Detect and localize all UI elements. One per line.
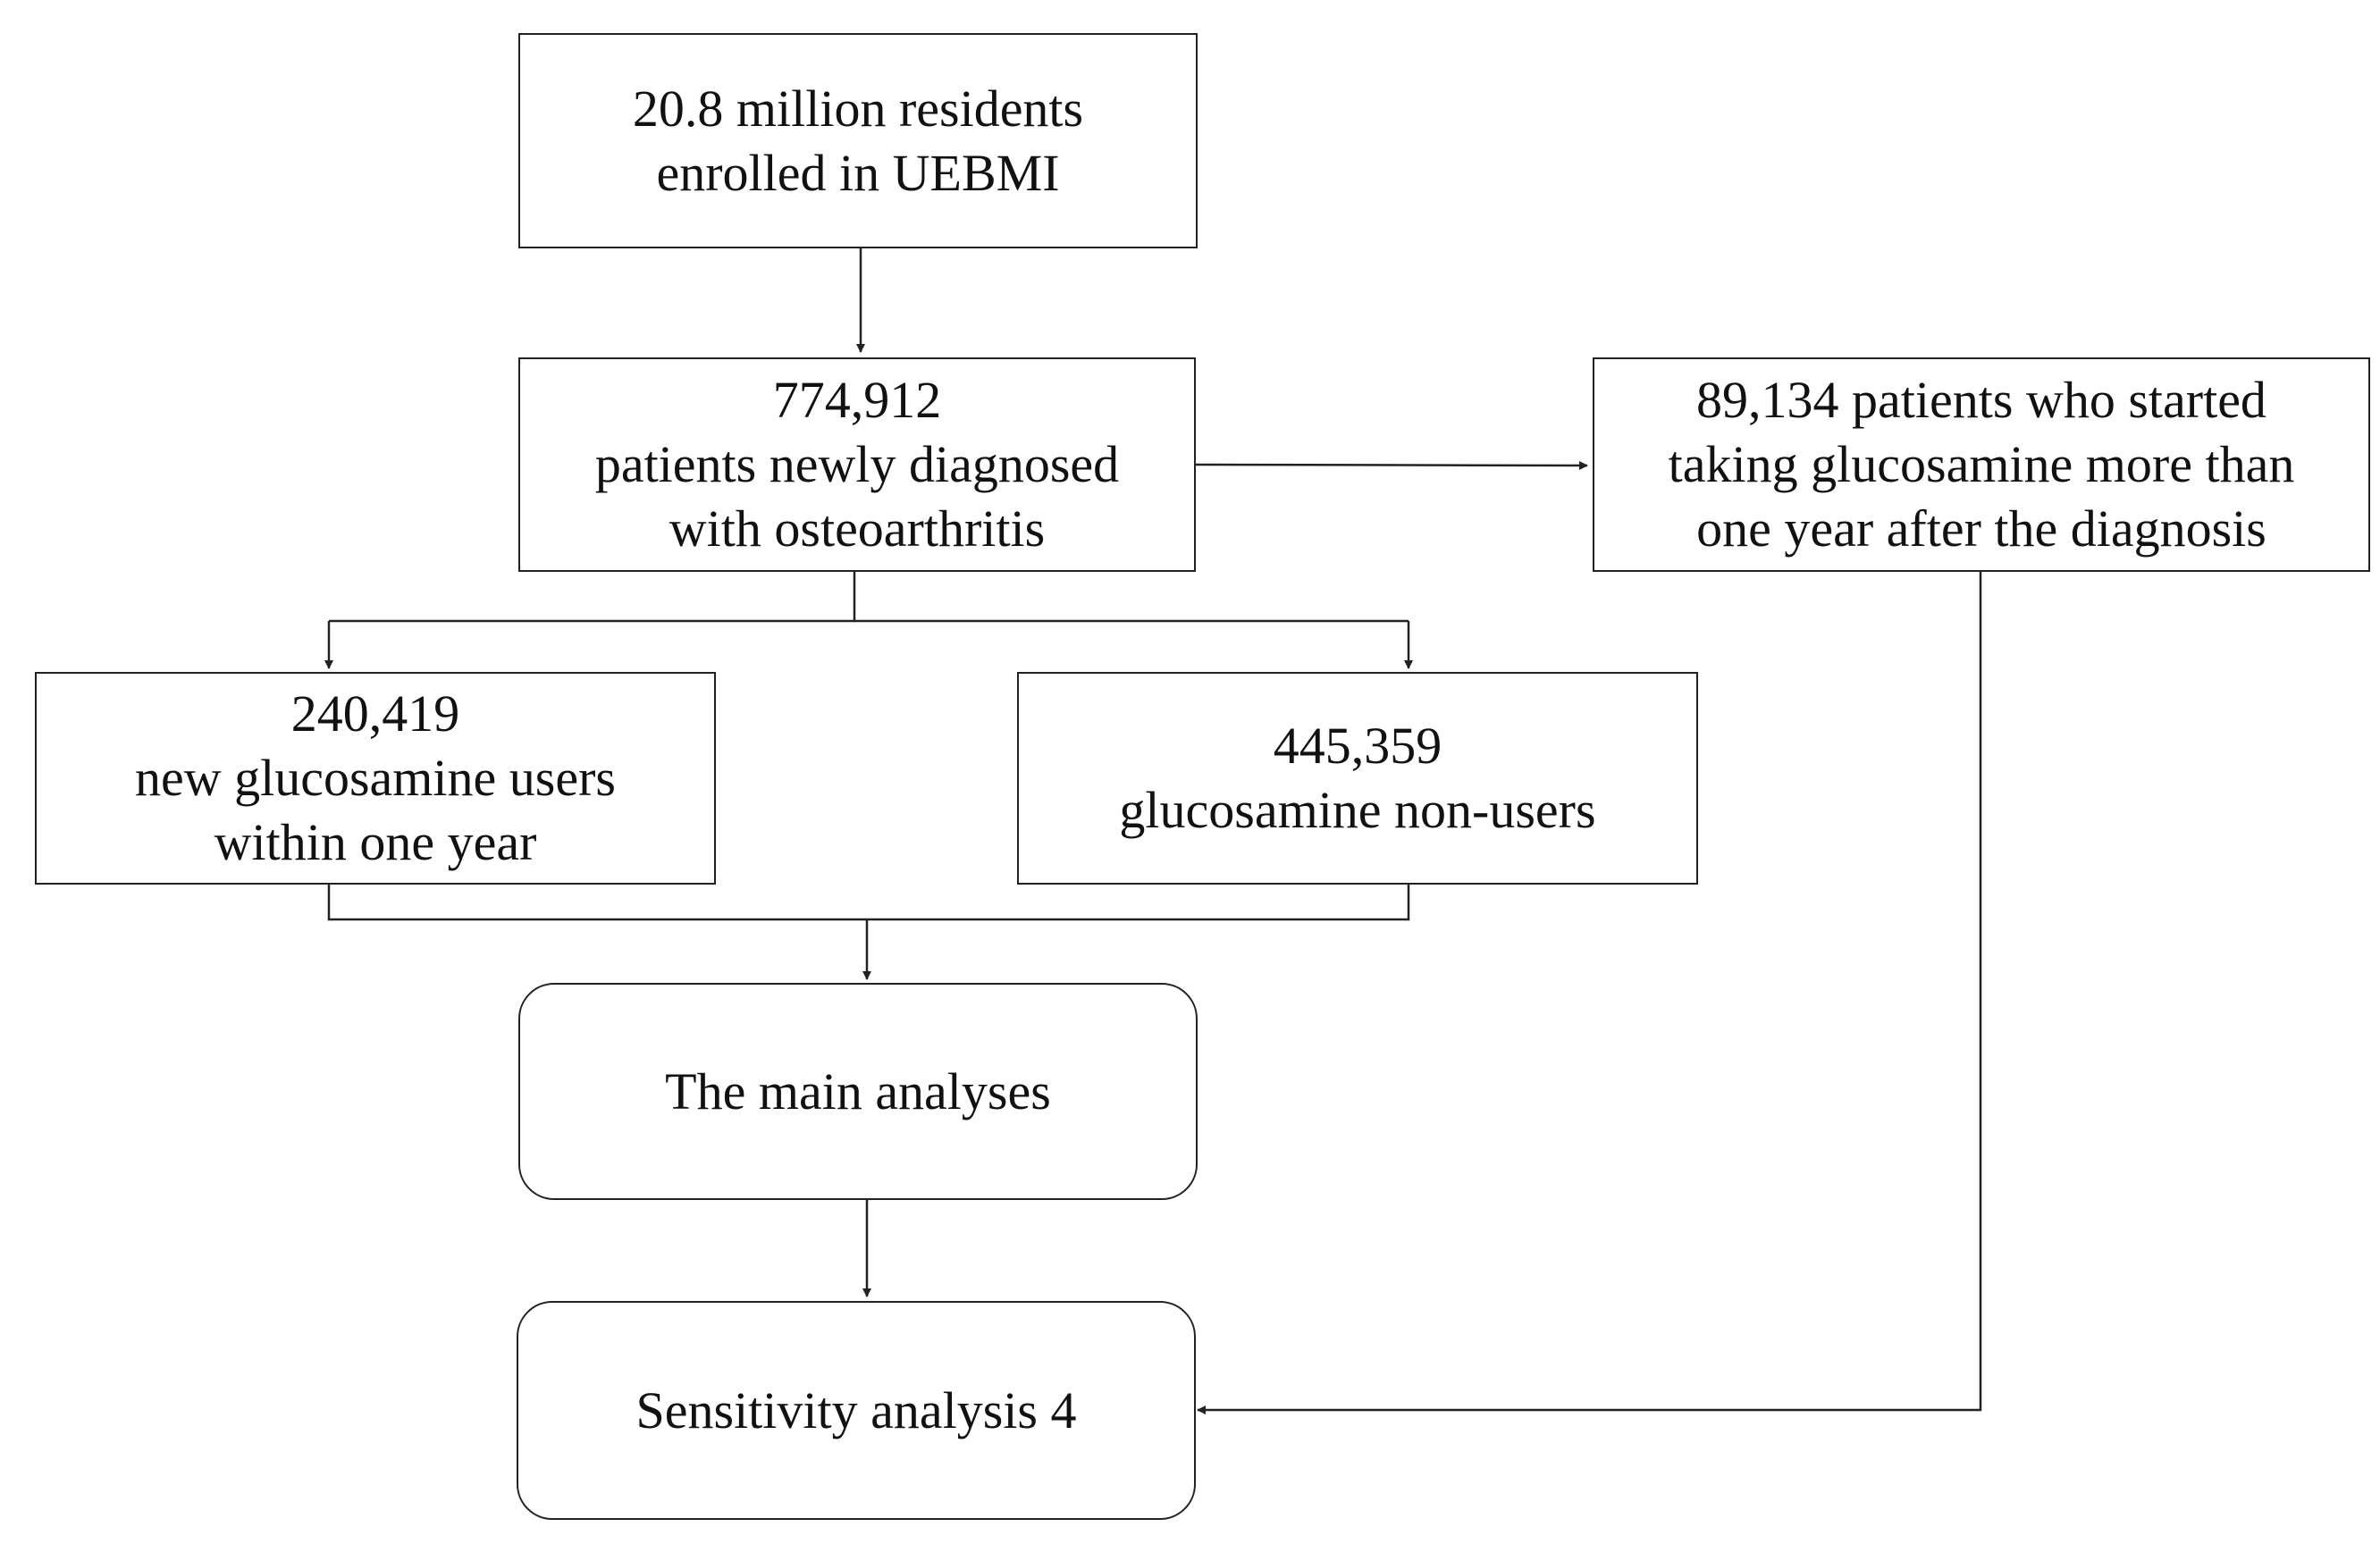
users-line-1: 240,419 [290, 684, 460, 743]
main-analyses-label: The main analyses [665, 1062, 1051, 1120]
residents-line-2: enrolled in UEBMI [656, 143, 1060, 202]
diagnosed-line-1: 774,912 [772, 371, 942, 429]
sensitivity-box: Sensitivity analysis 4 [517, 1301, 1196, 1520]
main-analyses-box: The main analyses [518, 983, 1198, 1200]
late-starters-line-1: 89,134 patients who started [1696, 371, 2266, 429]
late-starters-box: 89,134 patients who started taking gluco… [1593, 357, 2370, 572]
late-starters-line-3: one year after the diagnosis [1696, 499, 2266, 558]
arrow-diagnosed-to-late-starters [1195, 460, 1588, 470]
non-users-line-2: glucosamine non-users [1119, 781, 1596, 839]
residents-box: 20.8 million residents enrolled in UEBMI [518, 33, 1198, 248]
late-starters-line-2: taking glucosamine more than [1668, 435, 2295, 493]
users-line-3: within one year [214, 813, 537, 871]
users-line-2: new glucosamine users [135, 749, 616, 807]
diagnosed-line-3: with osteoarthritis [669, 499, 1046, 558]
diagnosed-box: 774,912 patients newly diagnosed with os… [518, 357, 1196, 572]
merge-connector [327, 885, 1410, 921]
diagnosed-line-2: patients newly diagnosed [594, 435, 1120, 493]
sensitivity-label: Sensitivity analysis 4 [635, 1380, 1077, 1439]
non-users-box: 445,359 glucosamine non-users [1017, 672, 1698, 885]
arrow-late-starters-to-sensitivity [1197, 572, 1982, 1414]
residents-line-1: 20.8 million residents [632, 79, 1084, 138]
split-connector [329, 572, 856, 623]
non-users-line-1: 445,359 [1273, 717, 1442, 775]
users-box: 240,419 new glucosamine users within one… [35, 672, 716, 885]
